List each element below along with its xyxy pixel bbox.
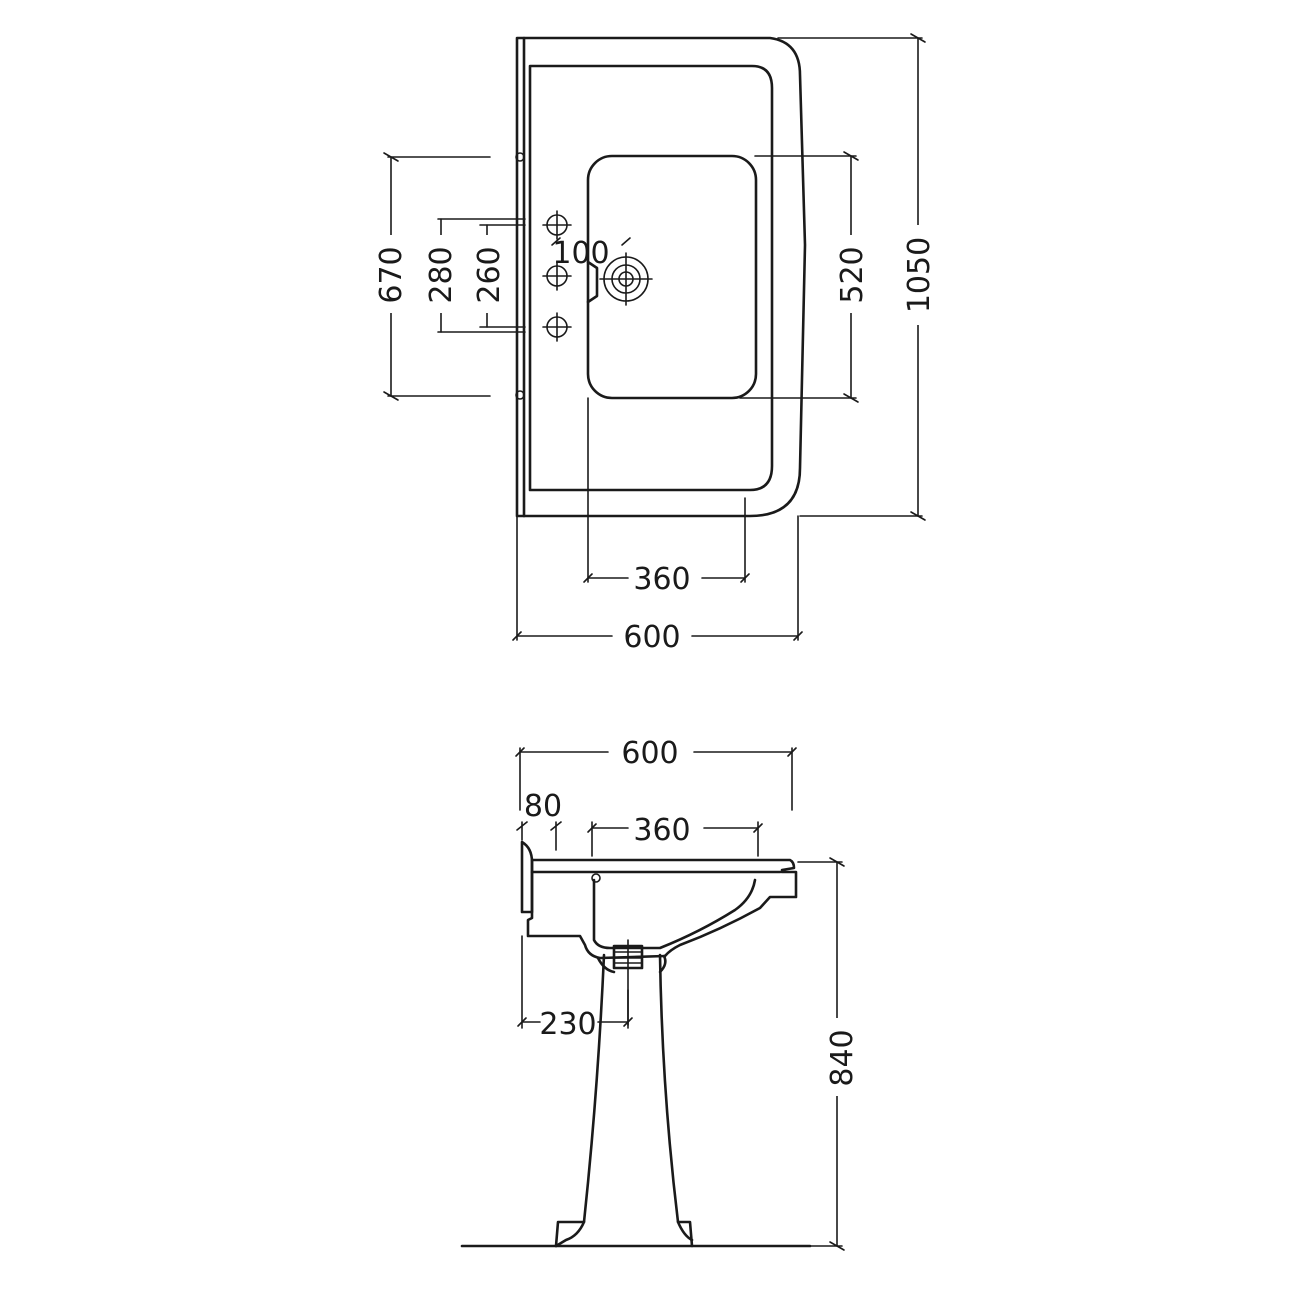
tap-hole-icon: [542, 312, 572, 342]
pedestal-foot-right: [676, 1220, 694, 1242]
basin-inner-rim: [528, 64, 774, 492]
dimension-label-670: 670: [374, 246, 409, 303]
pedestal-foot-left: [554, 1220, 586, 1248]
dimension-label-840: 840: [825, 1029, 860, 1086]
basin-outer-outline: [515, 36, 807, 518]
pedestal: [658, 953, 694, 1248]
basin-body: [526, 858, 798, 960]
dimension-670: 670: [372, 152, 491, 401]
waste-outlet-icon: [599, 252, 653, 306]
overflow-notch: [586, 260, 599, 304]
dimension-600-top: 600: [512, 515, 803, 655]
top-view: 670 280 260 100: [372, 33, 937, 655]
pedestal-top-left: [596, 956, 616, 974]
bowl-inner-curve: [592, 878, 757, 950]
dimension-520: 520: [739, 151, 870, 403]
dimension-label-600-top: 600: [623, 620, 680, 655]
dimension-260: 260: [470, 224, 526, 328]
dimension-840: 840: [797, 857, 860, 1251]
mounting-hole-bottom: [515, 390, 525, 400]
pedestal: [554, 953, 606, 1248]
dimension-label-280: 280: [424, 246, 459, 303]
dimension-360-side: 360: [587, 813, 763, 857]
dimension-230: 230: [517, 935, 633, 1042]
mounting-hole-top: [515, 152, 525, 162]
side-view: 600 80 360 230: [460, 736, 860, 1251]
pedestal-top-right: [658, 954, 667, 974]
dimension-label-80: 80: [524, 789, 562, 824]
dimension-label-360-side: 360: [633, 813, 690, 848]
bowl-outline: [586, 154, 758, 400]
dimension-100: 100: [551, 236, 631, 271]
dimension-80: 80: [516, 789, 562, 851]
wall-bracket: [520, 840, 534, 914]
dimension-label-520: 520: [835, 246, 870, 303]
tap-hole-icon: [542, 210, 572, 240]
dimension-label-100: 100: [552, 236, 609, 271]
dimension-label-360-top: 360: [633, 562, 690, 597]
dimension-label-230: 230: [539, 1007, 596, 1042]
dimension-label-600-side: 600: [621, 736, 678, 771]
dimension-1050: 1050: [777, 33, 937, 521]
overflow-hole-icon: [591, 873, 601, 883]
dimension-280: 280: [422, 218, 526, 333]
dimension-label-260: 260: [472, 246, 507, 303]
dimension-label-1050: 1050: [902, 237, 937, 313]
tap-hole-icon: [542, 261, 572, 291]
dimension-600-side: 600: [515, 736, 797, 811]
dimension-360-top: 360: [583, 397, 750, 597]
